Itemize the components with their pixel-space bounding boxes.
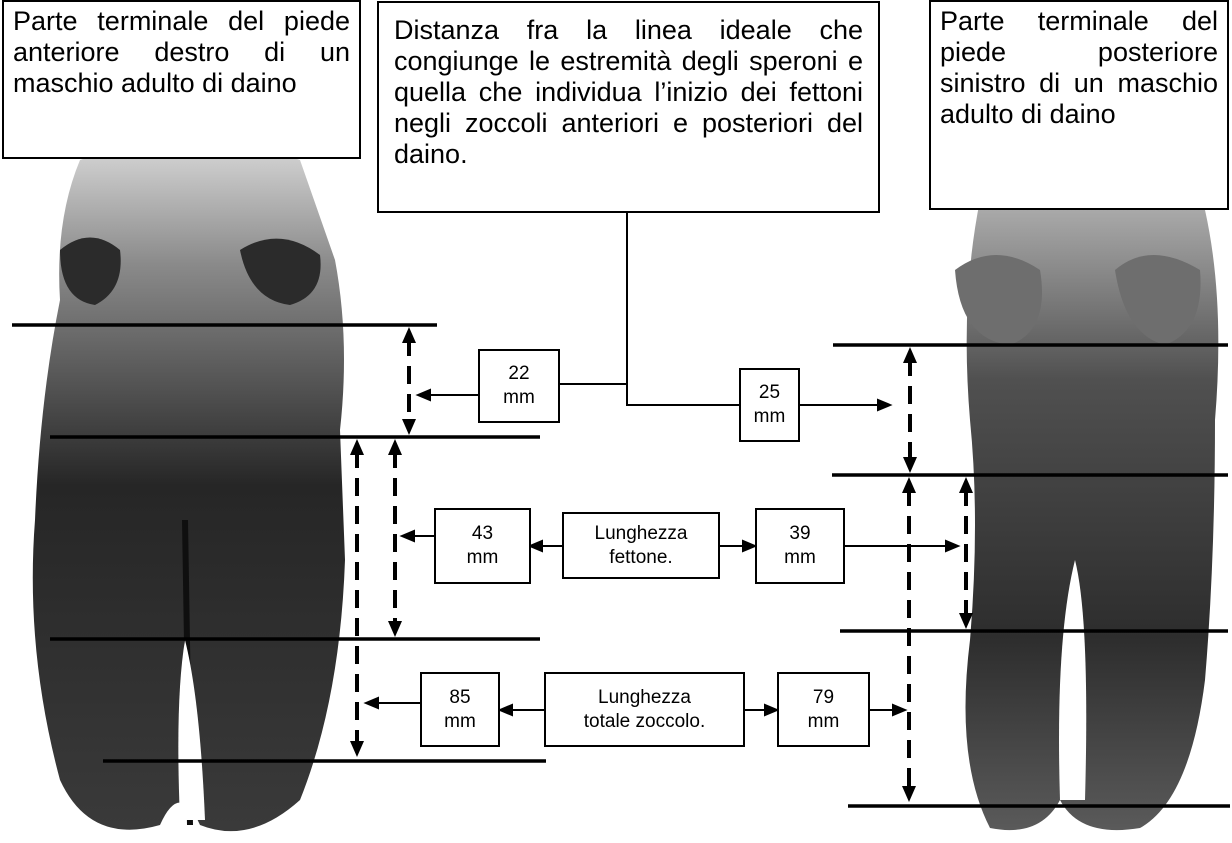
front-total-measure: 85 mm (420, 672, 500, 747)
frog-length-label: Lunghezza fettone. (562, 512, 720, 579)
measure-unit: mm (444, 710, 476, 734)
measure-unit: mm (467, 546, 499, 570)
hind-dewclaw-measure: 25 mm (739, 368, 800, 442)
measure-value: 39 (784, 522, 816, 546)
measure-unit: mm (808, 710, 840, 734)
distance-definition-text: Distanza fra la linea ideale che congiun… (394, 15, 863, 169)
hind-foot-caption-text: Parte terminale del piede posteriore sin… (940, 6, 1218, 129)
total-length-label: Lunghezza totale zoccolo. (544, 672, 745, 747)
definition-connector (558, 212, 740, 405)
front-frog-measure: 43 mm (434, 508, 531, 584)
front-foot-caption: Parte terminale del piede anteriore dest… (2, 0, 361, 159)
measure-unit: mm (503, 386, 535, 410)
measure-unit: mm (754, 405, 786, 429)
hind-frog-measure: 39 mm (755, 508, 845, 584)
hind-hoof-photo (955, 187, 1218, 830)
front-hoof-photo (33, 140, 345, 831)
measure-value: 79 (808, 686, 840, 710)
label-line-2: totale zoccolo. (584, 710, 705, 734)
front-foot-caption-text: Parte terminale del piede anteriore dest… (13, 6, 350, 98)
measure-unit: mm (784, 546, 816, 570)
measure-value: 22 (503, 362, 535, 386)
hind-foot-caption: Parte terminale del piede posteriore sin… (929, 0, 1229, 210)
label-line-1: Lunghezza (584, 686, 705, 710)
hind-total-measure: 79 mm (777, 672, 870, 747)
label-line-1: Lunghezza (595, 522, 688, 546)
label-line-2: fettone. (595, 546, 688, 570)
measure-value: 85 (444, 686, 476, 710)
distance-definition-caption: Distanza fra la linea ideale che congiun… (377, 1, 880, 213)
front-dewclaw-measure: 22 mm (478, 349, 560, 423)
measure-value: 43 (467, 522, 499, 546)
measure-value: 25 (754, 381, 786, 405)
